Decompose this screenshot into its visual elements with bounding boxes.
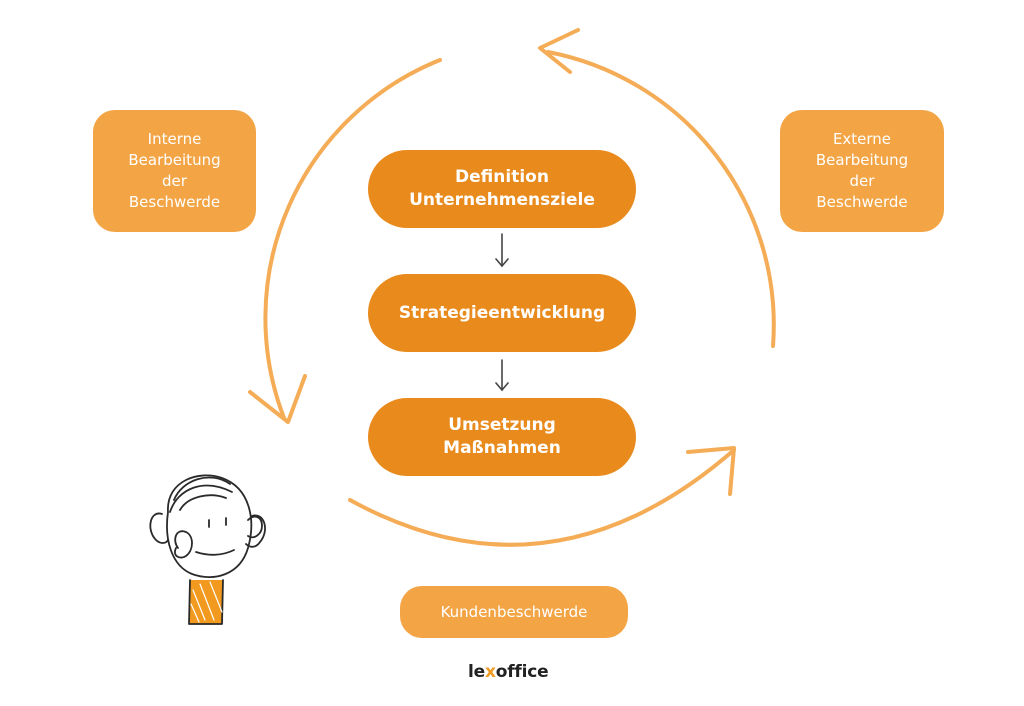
internal-processing-box: Interne Bearbeitung der Beschwerde xyxy=(93,110,256,232)
step-arrow-1 xyxy=(495,233,509,268)
customer-complaint-box: Kundenbeschwerde xyxy=(400,586,628,638)
cycle-arc-top-right xyxy=(546,50,776,348)
cycle-arc-bottom xyxy=(348,448,736,547)
logo-prefix: le xyxy=(468,662,485,682)
step-3-line-2: Maßnahmen xyxy=(443,438,561,458)
external-processing-box: Externe Bearbeitung der Beschwerde xyxy=(780,110,944,232)
external-box-line-2: Bearbeitung xyxy=(815,151,909,169)
step-arrow-2 xyxy=(495,359,509,392)
logo-x: x xyxy=(484,662,496,682)
external-box-line-1: Externe xyxy=(832,130,892,148)
step-2-label: Strategieentwicklung xyxy=(398,302,606,323)
cycle-arrowhead-top xyxy=(538,28,580,74)
internal-box-line-4: Beschwerde xyxy=(128,193,221,211)
cycle-arc-left xyxy=(263,58,442,420)
internal-box-line-2: Bearbeitung xyxy=(128,151,221,169)
internal-box-line-1: Interne xyxy=(147,130,202,148)
lexoffice-logo: lexoffice xyxy=(468,662,558,682)
step-3-line-1: Umsetzung xyxy=(448,415,556,435)
step-1-line-2: Unternehmensziele xyxy=(409,190,595,210)
step-1-line-1: Definition xyxy=(455,167,549,187)
step-strategy-development: Strategieentwicklung xyxy=(368,274,636,352)
external-box-line-4: Beschwerde xyxy=(816,193,908,211)
thinking-person-illustration xyxy=(149,474,266,625)
step-implementation: Umsetzung Maßnahmen xyxy=(368,398,636,476)
customer-complaint-label: Kundenbeschwerde xyxy=(440,603,588,621)
cycle-arrowhead-bottom xyxy=(686,446,736,496)
external-box-line-3: der xyxy=(849,172,875,190)
step-definition-goals: Definition Unternehmensziele xyxy=(368,150,636,228)
cycle-arrowhead-left xyxy=(248,374,307,424)
logo-suffix: office xyxy=(495,662,549,682)
internal-box-line-3: der xyxy=(162,172,187,190)
